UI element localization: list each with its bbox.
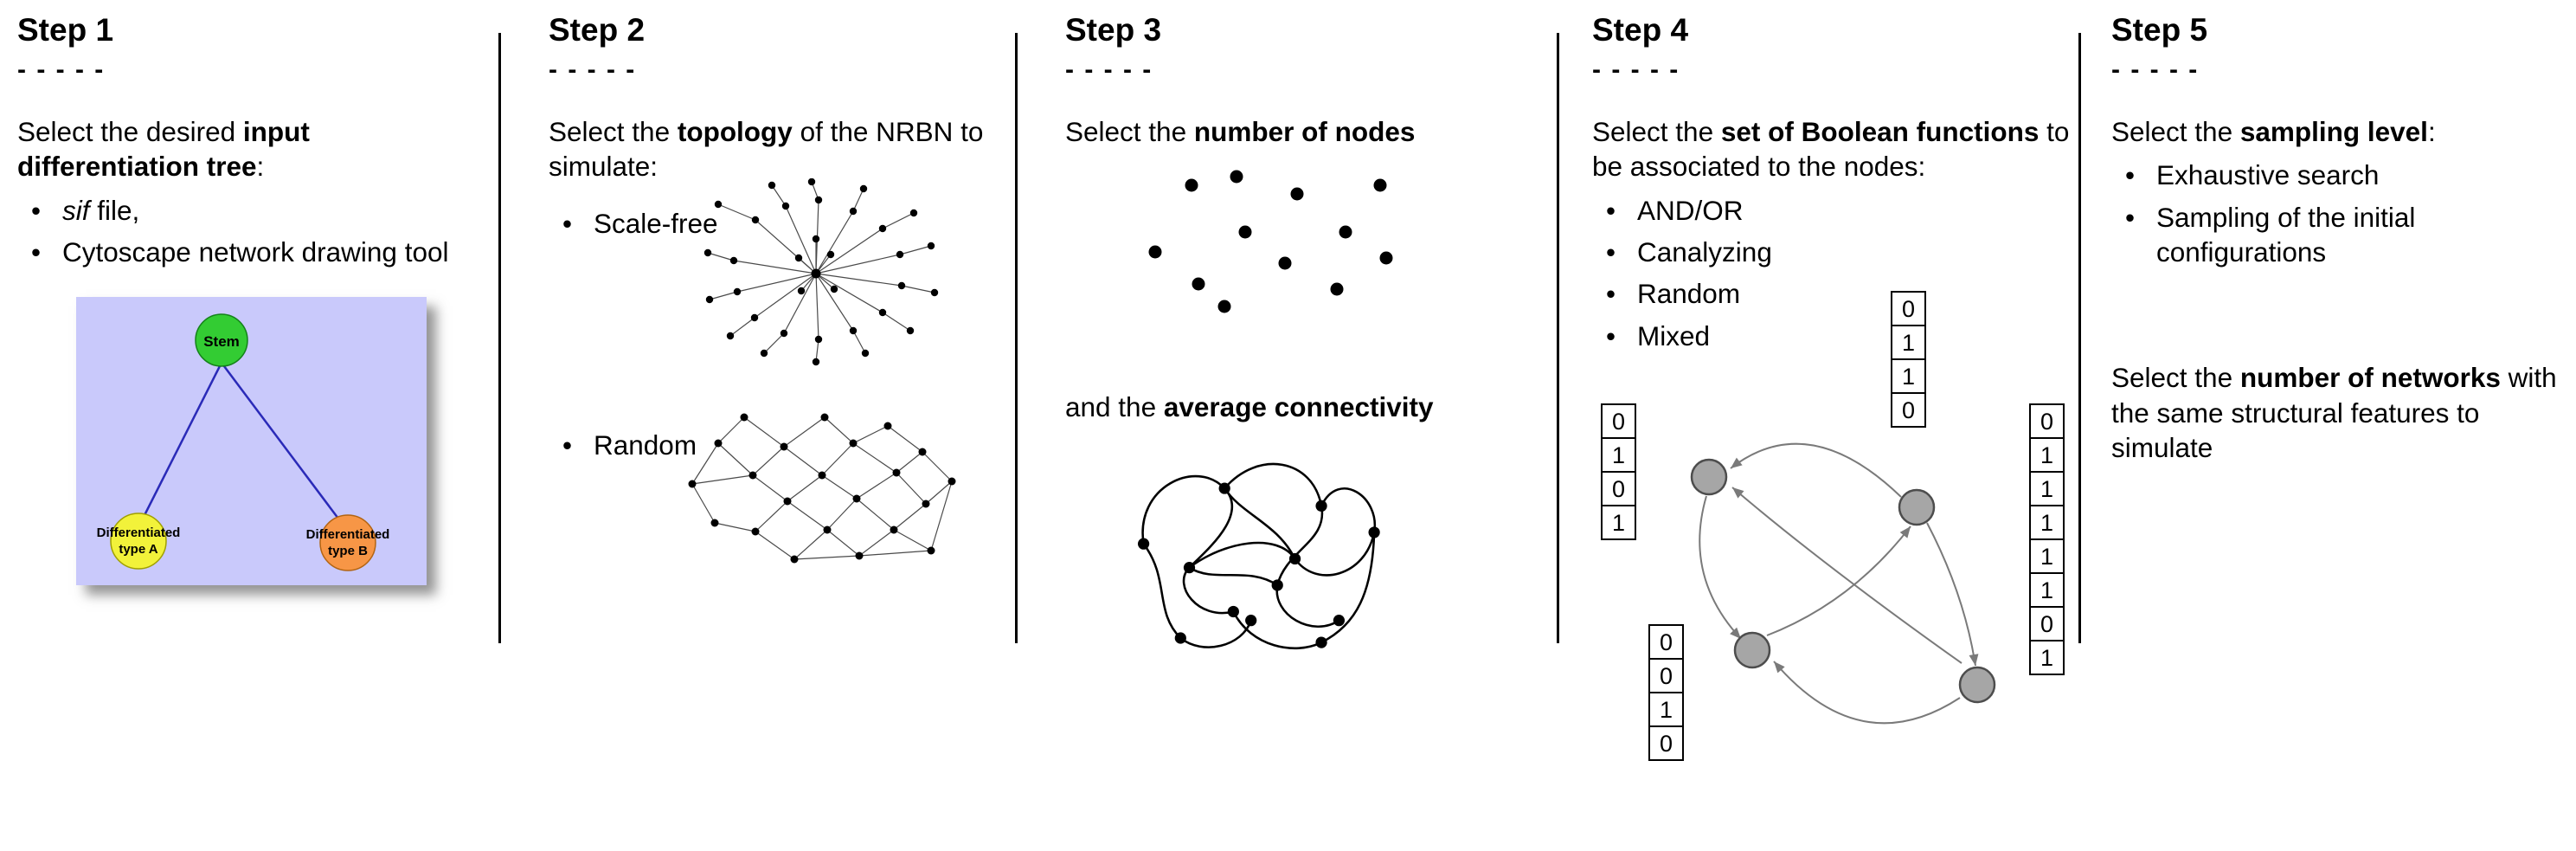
stem-label: Stem <box>203 333 240 350</box>
step-2-panel: Step 2 - - - - - Select the topology of … <box>501 0 1015 851</box>
truth-table-bottom: 0 0 1 0 <box>1648 623 1684 761</box>
truth-table-cell: 0 <box>1648 623 1684 660</box>
truth-table-cell: 1 <box>2029 538 2065 574</box>
step-3-panel: Step 3 - - - - - Select the number of no… <box>1018 0 1557 851</box>
free-nodes <box>1148 170 1393 313</box>
boolean-network-svg <box>1690 442 1996 725</box>
tangle-edges <box>1141 462 1377 649</box>
scale-free-edges <box>707 181 935 362</box>
bullet-scale-free: Scale-free <box>549 206 1006 242</box>
truth-table-cell: 0 <box>1648 657 1684 693</box>
truth-table-cell: 0 <box>1648 725 1684 761</box>
type-b-label-line2: type B <box>328 544 368 558</box>
step-5-instruction: Select the sampling level: <box>2111 116 2436 147</box>
divider-3 <box>1557 33 1559 643</box>
bullet-random: Random <box>549 428 1006 463</box>
truth-table-cell: 0 <box>2029 403 2065 439</box>
step-1-instruction: Select the desired input differentiation… <box>17 116 310 183</box>
truth-table-cell: 0 <box>1601 470 1636 506</box>
connectivity-network-image <box>1137 462 1380 649</box>
random-edges <box>691 416 953 560</box>
step-5-networks-instruction: Select the number of networks with the s… <box>2111 362 2557 463</box>
differentiation-tree-svg: Stem Differentiated type A Differentiate… <box>76 297 427 586</box>
truth-table-cell: 0 <box>2029 605 2065 641</box>
stem-node <box>195 313 248 367</box>
truth-table-cell: 0 <box>1891 290 1926 326</box>
step-4-panel: Step 4 - - - - - Select the set of Boole… <box>1559 0 2078 851</box>
step-2-title: Step 2 <box>549 12 646 48</box>
scale-free-nodes <box>703 177 939 365</box>
step-4-title: Step 4 <box>1592 12 1689 48</box>
step-3-title: Step 3 <box>1065 12 1162 48</box>
step-5-options: Exhaustive search Sampling of the initia… <box>2111 158 2571 269</box>
bullet-and-or: AND/OR <box>1592 193 2074 229</box>
bullet-cytoscape: Cytoscape network drawing tool <box>17 235 474 270</box>
truth-table-cell: 1 <box>2029 571 2065 608</box>
truth-table-cell: 1 <box>1891 358 1926 394</box>
scale-free-network-image <box>703 177 939 365</box>
truth-table-left: 0 1 0 1 <box>1601 403 1636 540</box>
truth-table-cell: 1 <box>1601 504 1636 540</box>
type-b-node <box>319 514 376 571</box>
boolean-nodes <box>1690 458 1996 704</box>
type-a-node <box>110 513 167 570</box>
gene-node-2 <box>1898 488 1936 526</box>
step-4-dashes: - - - - - <box>1592 55 1680 84</box>
gene-node-1 <box>1690 458 1728 496</box>
truth-table-cell: 1 <box>1601 436 1636 473</box>
truth-table-cell: 0 <box>1891 391 1926 428</box>
truth-table-cell: 1 <box>2029 470 2065 506</box>
step-1-title: Step 1 <box>17 12 114 48</box>
truth-table-cell: 0 <box>1601 403 1636 439</box>
truth-table-cell: 1 <box>2029 436 2065 473</box>
step-1-panel: Step 1 - - - - - Select the desired inpu… <box>0 0 498 851</box>
boolean-arrows <box>1699 442 1976 725</box>
differentiation-tree-image: Stem Differentiated type A Differentiate… <box>76 297 427 586</box>
truth-table-cell: 1 <box>2029 639 2065 675</box>
step-3-instruction: Select the number of nodes <box>1065 116 1416 147</box>
step-3-dashes: - - - - - <box>1065 55 1153 84</box>
random-network-image <box>688 413 956 564</box>
truth-table-cell: 1 <box>2029 504 2065 540</box>
gene-node-4 <box>1958 666 1996 704</box>
bullet-sif-file: sif file, <box>17 193 474 229</box>
boolean-network-image: 0 1 0 1 0 1 1 0 0 0 1 0 0 1 1 1 <box>1592 290 2074 776</box>
boolean-arrowheads <box>1730 457 1979 674</box>
bullet-sampling-configurations: Sampling of the initial configurations <box>2111 200 2571 270</box>
bullet-exhaustive-search: Exhaustive search <box>2111 158 2571 193</box>
random-row: Random <box>549 413 1006 644</box>
step-1-options: sif file, Cytoscape network drawing tool <box>17 193 474 270</box>
random-nodes <box>688 413 956 564</box>
divider-2 <box>1015 33 1018 643</box>
gene-node-3 <box>1733 631 1771 669</box>
type-b-label-line1: Differentiated <box>306 527 390 542</box>
step-1-dashes: - - - - - <box>17 55 106 84</box>
tangle-nodes <box>1137 482 1380 648</box>
scale-free-row: Scale-free <box>549 177 1006 412</box>
truth-table-cell: 1 <box>1648 691 1684 727</box>
step-4-options: AND/OR Canalyzing Random Mixed <box>1592 193 2074 354</box>
step-5-title: Step 5 <box>2111 12 2208 48</box>
type-a-label-line1: Differentiated <box>97 525 181 540</box>
divider-4 <box>2078 33 2081 643</box>
nodes-dots-image <box>1148 170 1393 313</box>
step-4-instruction: Select the set of Boolean functions to b… <box>1592 116 2070 183</box>
bullet-canalyzing: Canalyzing <box>1592 235 2074 270</box>
truth-table-cell: 1 <box>1891 324 1926 360</box>
truth-table-top: 0 1 1 0 <box>1891 290 1926 428</box>
step-2-instruction: Select the topology of the NRBN to simul… <box>549 116 984 183</box>
type-a-label-line2: type A <box>119 542 157 557</box>
divider-1 <box>498 33 501 643</box>
step-3-connectivity-text: and the average connectivity <box>1065 391 1434 423</box>
step-5-dashes: - - - - - <box>2111 55 2200 84</box>
bullet-random-functions: Random <box>1592 276 2074 312</box>
step-5-panel: Step 5 - - - - - Select the sampling lev… <box>2081 0 2576 851</box>
bullet-mixed: Mixed <box>1592 319 2074 354</box>
step-2-dashes: - - - - - <box>549 55 637 84</box>
truth-table-right: 0 1 1 1 1 1 0 1 <box>2029 403 2065 675</box>
tree-edges <box>138 362 347 530</box>
